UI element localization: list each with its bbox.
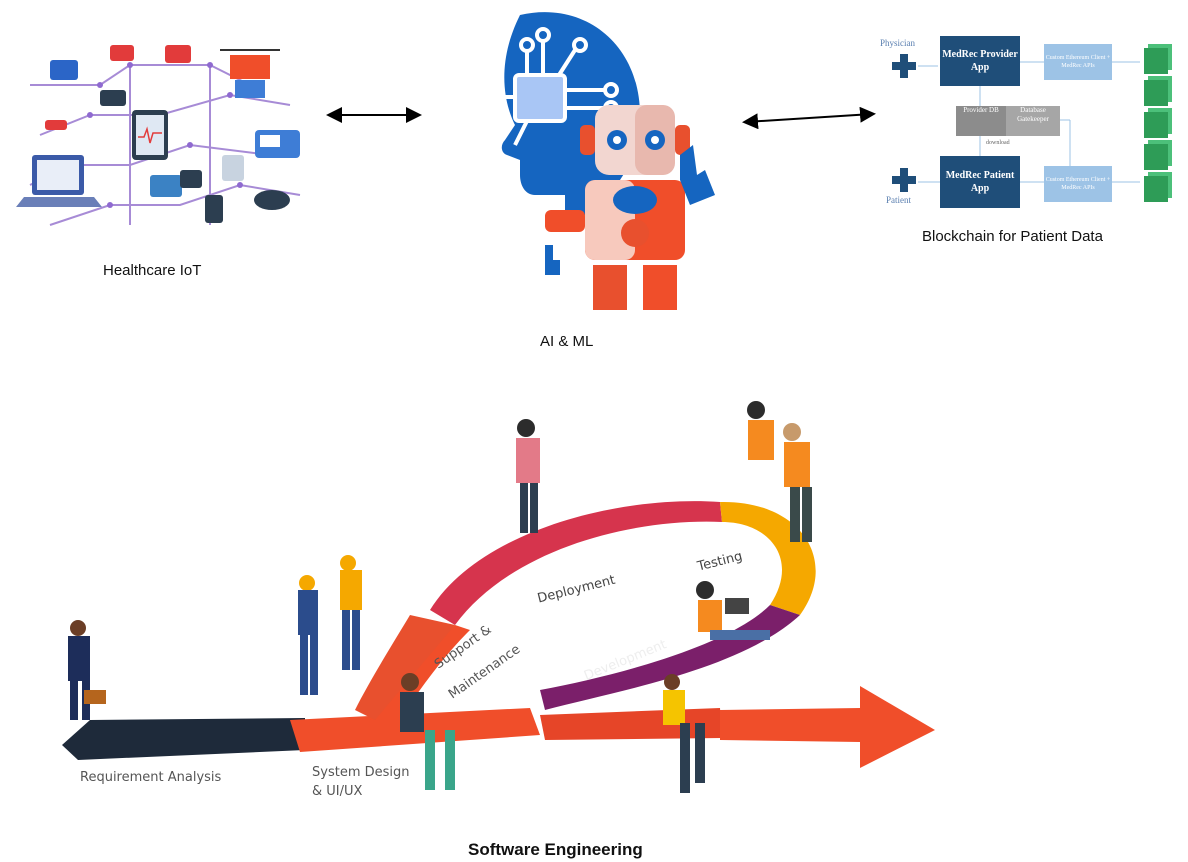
blockchain-caption: Blockchain for Patient Data [922,228,1103,245]
patient-plus-icon [892,168,916,192]
person-runner [663,674,705,793]
sdlc-system-design-label-2: & UI/UX [312,784,363,799]
person-worker-2 [340,555,362,670]
laptop-icon [16,155,102,207]
requirement-road [62,718,305,760]
custom-client-bottom-box: Custom Ethereum Client + MedRec APIs [1044,166,1112,202]
block-2-icon [1144,80,1168,106]
blockchain-diagram: Physician MedRec Provider App Custom Eth… [878,30,1178,220]
tablet-icon [132,110,168,160]
person-support [400,673,455,790]
ambulance-icon [255,130,300,158]
person-testers [747,401,812,542]
robot-icon [545,105,715,310]
person-worker-1 [298,575,318,695]
deployment-arc [430,501,722,625]
person-top [516,419,540,533]
db-gatekeeper-label: Database Gatekeeper [1017,106,1049,123]
chip-icon [477,27,619,146]
db-gatekeeper-box: Database Gatekeeper [1006,106,1060,136]
software-engineering-caption: Software Engineering [468,840,643,859]
block-3-icon [1144,112,1168,138]
healthcare-iot-illustration [16,45,301,226]
bidirectional-arrow-left [326,107,422,123]
person-analyst [68,620,106,720]
download-label: download [986,140,1010,146]
block-4-icon [1144,144,1168,170]
bidirectional-arrow-right [742,107,876,130]
physician-label: Physician [880,38,915,48]
ai-ml-caption: AI & ML [540,333,594,350]
medical-device-icon [45,45,290,223]
provider-app-box: MedRec Provider App [940,36,1020,86]
sdlc-illustration [62,401,935,793]
person-developer [696,581,770,640]
ai-robot-illustration [477,12,715,310]
patient-label: Patient [886,195,911,205]
sdlc-system-design-label: System Design [312,765,410,780]
final-arrow [720,686,935,768]
healthcare-iot-caption: Healthcare IoT [103,262,202,279]
drone-icon [220,49,280,98]
provider-db-box: Provider DB [956,106,1006,136]
patient-app-box: MedRec Patient App [940,156,1020,208]
block-5-icon [1144,176,1168,202]
sdlc-requirement-label: Requirement Analysis [80,770,222,785]
block-1-icon [1144,48,1168,74]
blockchain-connectors [918,61,1140,183]
provider-db-label: Provider DB [963,106,999,114]
custom-client-top-box: Custom Ethereum Client + MedRec APIs [1044,44,1112,80]
physician-plus-icon [892,54,916,78]
